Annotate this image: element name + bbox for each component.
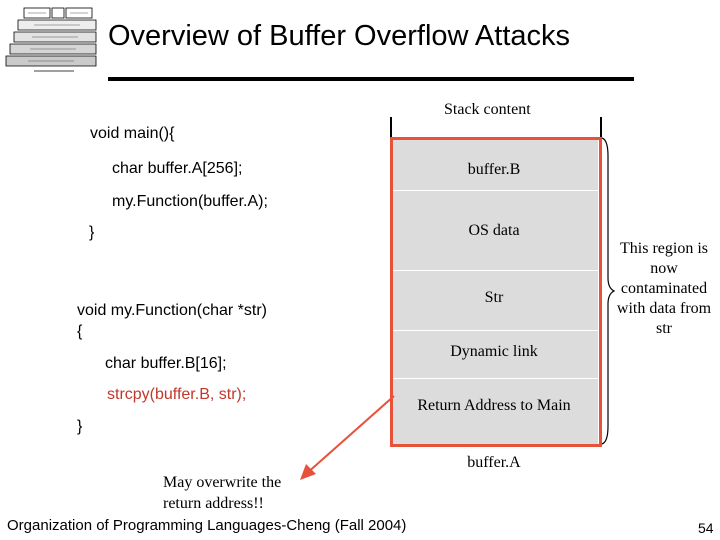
stack-cell-return-address: Return Address to Main	[417, 397, 571, 414]
stack-cell-dynamic-link: Dynamic link	[450, 343, 538, 360]
overwrite-note-line1: May overwrite the	[163, 474, 282, 491]
contamination-note: This region is now contaminated with dat…	[616, 240, 712, 337]
layers-logo-icon	[5, 7, 97, 72]
arrow-icon	[300, 395, 395, 480]
code-strcpy-call: strcpy(buffer.B, str);	[107, 386, 247, 403]
overwrite-note-line2: return address!!	[163, 495, 264, 512]
stack-cell-os-data: OS data	[468, 222, 520, 239]
code-function-close: }	[77, 418, 83, 435]
code-function-open: {	[77, 323, 83, 340]
stack-divider	[392, 190, 598, 191]
region-brace-icon	[601, 137, 616, 445]
code-function-signature: void my.Function(char *str)	[77, 302, 267, 319]
code-function-declaration: char buffer.B[16];	[105, 355, 227, 372]
stack-contaminated-region	[392, 138, 598, 444]
stack-cell-buffer-a: buffer.A	[467, 454, 521, 471]
code-main-signature: void main(){	[90, 125, 175, 142]
stack-divider	[392, 378, 598, 379]
overflow-highlight-box	[390, 137, 602, 447]
title-underline	[108, 77, 634, 81]
slide-title: Overview of Buffer Overflow Attacks	[108, 20, 571, 52]
stack-heading: Stack content	[444, 101, 531, 118]
code-main-declaration: char buffer.A[256];	[112, 160, 243, 177]
stack-cell-str: Str	[484, 289, 504, 306]
code-main-close: }	[89, 224, 95, 241]
stack-divider	[392, 270, 598, 271]
stack-cell-buffer-b: buffer.B	[467, 161, 521, 178]
code-main-call: my.Function(buffer.A);	[112, 193, 268, 210]
slide-footer: Organization of Programming Languages-Ch…	[7, 517, 407, 534]
stack-divider	[392, 330, 598, 331]
page-number: 54	[698, 520, 714, 536]
